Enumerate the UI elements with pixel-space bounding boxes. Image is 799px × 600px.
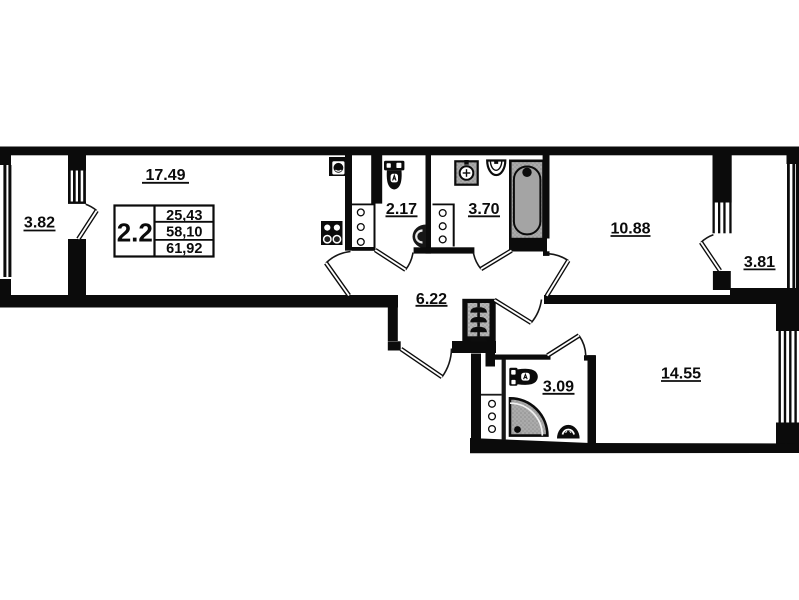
svg-text:14.55: 14.55 xyxy=(661,366,701,383)
svg-text:2.2: 2.2 xyxy=(117,217,153,247)
svg-text:3.82: 3.82 xyxy=(24,215,55,232)
svg-text:25,43: 25,43 xyxy=(166,208,202,224)
svg-text:17.49: 17.49 xyxy=(145,167,185,184)
svg-text:3.09: 3.09 xyxy=(543,378,574,395)
svg-text:58,10: 58,10 xyxy=(166,224,202,240)
svg-text:3.70: 3.70 xyxy=(468,201,499,218)
svg-text:3.81: 3.81 xyxy=(744,254,775,271)
svg-text:10.88: 10.88 xyxy=(610,221,650,238)
svg-text:6.22: 6.22 xyxy=(416,291,447,308)
svg-text:2.17: 2.17 xyxy=(386,201,417,218)
svg-text:61,92: 61,92 xyxy=(166,241,202,257)
